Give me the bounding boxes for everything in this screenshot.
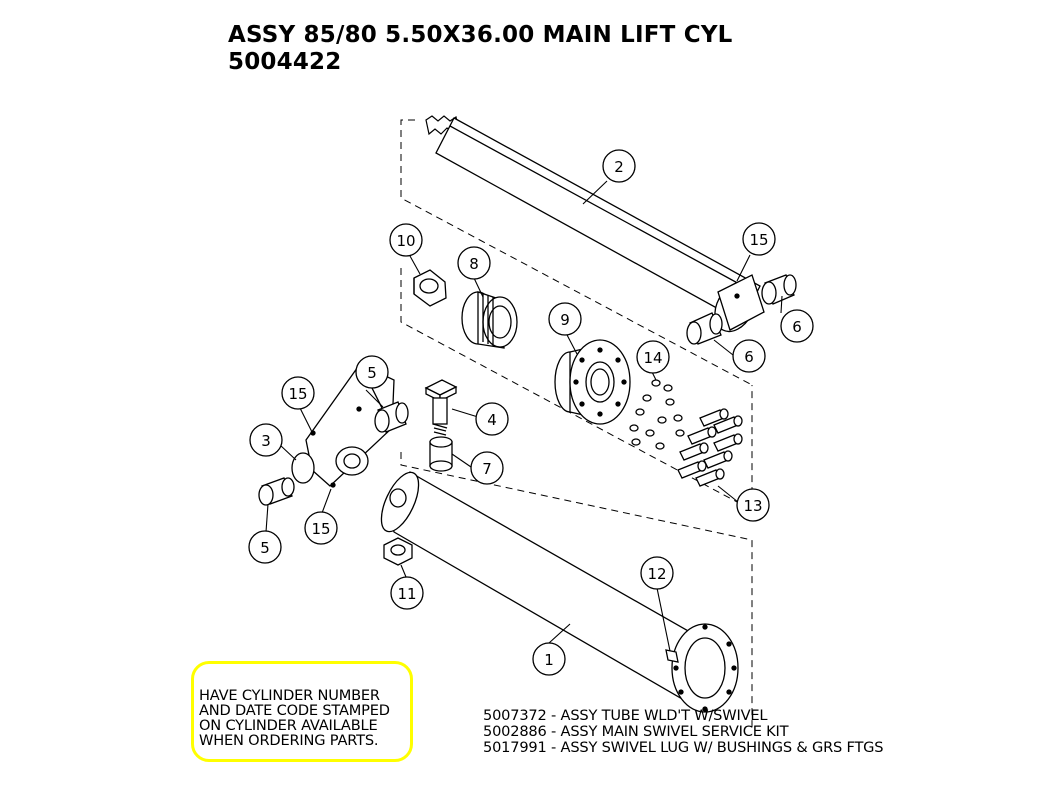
tube-nut: [383, 537, 413, 566]
swivel-lug: [258, 363, 409, 506]
callout-6-lower: 6: [732, 339, 766, 373]
callout-5-upper: 5: [355, 355, 389, 389]
svg-text:15: 15: [288, 385, 307, 403]
washers: [629, 379, 685, 450]
callout-15-rod: 15: [742, 222, 776, 256]
diagram-title: ASSY 85/80 5.50X36.00 MAIN LIFT CYL 5004…: [228, 22, 733, 76]
svg-text:15: 15: [311, 520, 330, 538]
callout-12: 12: [640, 556, 674, 590]
cylinder-tube: [380, 471, 739, 713]
callout-7: 7: [470, 451, 504, 485]
rod-part: [425, 115, 765, 333]
pivot-pin: [424, 379, 458, 436]
callout-15-lug-bottom: 15: [304, 511, 338, 545]
callout-10: 10: [389, 223, 423, 257]
kit-line: 5002886 - ASSY MAIN SWIVEL SERVICE KIT: [483, 723, 789, 740]
rod-bushings: [686, 274, 797, 345]
note-line: ON CYLINDER AVAILABLE: [199, 717, 378, 734]
note-line: WHEN ORDERING PARTS.: [199, 732, 379, 749]
assembly-guide-lines: [400, 119, 753, 730]
piston: [461, 291, 518, 349]
gland: [554, 339, 631, 425]
svg-text:9: 9: [560, 311, 570, 329]
callout-8: 8: [457, 246, 491, 280]
svg-text:7: 7: [482, 460, 492, 478]
note-line: AND DATE CODE STAMPED: [199, 702, 390, 719]
service-kit-list: 5007372 - ASSY TUBE WLD'T W/SWIVEL 50028…: [483, 707, 884, 756]
lock-nut: [413, 269, 447, 307]
svg-text:5: 5: [367, 364, 377, 382]
callout-1: 1: [532, 642, 566, 676]
svg-text:15: 15: [749, 231, 768, 249]
callout-9: 9: [548, 302, 582, 336]
bolts: [677, 408, 743, 487]
kit-line: 5007372 - ASSY TUBE WLD'T W/SWIVEL: [483, 707, 768, 724]
svg-text:14: 14: [643, 349, 662, 367]
callout-4: 4: [475, 402, 509, 436]
svg-text:6: 6: [792, 318, 802, 336]
callout-bubbles: 2 15 10 8 6 9 6 14 5 15 4 3 7 13 15 5 12…: [248, 149, 814, 676]
title-line-1: ASSY 85/80 5.50X36.00 MAIN LIFT CYL: [228, 22, 733, 48]
callout-6-upper: 6: [780, 309, 814, 343]
svg-text:3: 3: [261, 432, 271, 450]
svg-text:1: 1: [544, 651, 554, 669]
callout-5-lower: 5: [248, 530, 282, 564]
svg-text:12: 12: [647, 565, 666, 583]
callout-11: 11: [390, 576, 424, 610]
callout-3: 3: [249, 423, 283, 457]
svg-text:4: 4: [487, 411, 497, 429]
title-part-number: 5004422: [228, 49, 342, 75]
svg-text:2: 2: [614, 158, 624, 176]
callout-14: 14: [636, 340, 670, 374]
svg-text:10: 10: [396, 232, 415, 250]
pin-bushing: [429, 436, 453, 472]
callout-15-lug-top: 15: [281, 376, 315, 410]
callout-2: 2: [602, 149, 636, 183]
svg-text:13: 13: [743, 497, 762, 515]
svg-text:8: 8: [469, 255, 479, 273]
svg-text:11: 11: [397, 585, 416, 603]
callout-13: 13: [736, 488, 770, 522]
svg-text:5: 5: [260, 539, 270, 557]
note-line: HAVE CYLINDER NUMBER: [199, 687, 380, 704]
svg-text:6: 6: [744, 348, 754, 366]
ordering-note: HAVE CYLINDER NUMBER AND DATE CODE STAMP…: [191, 661, 413, 762]
kit-line: 5017991 - ASSY SWIVEL LUG W/ BUSHINGS & …: [483, 739, 884, 756]
